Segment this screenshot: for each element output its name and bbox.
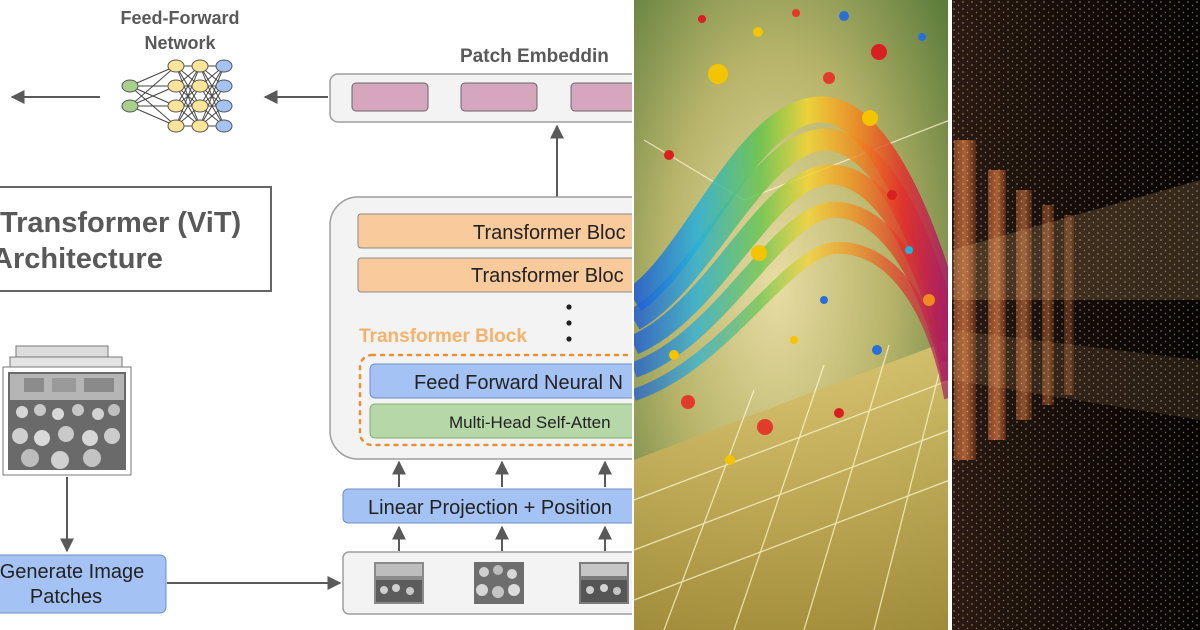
image-patch-thumbnail [374,562,424,604]
linear-projection-label: Linear Projection + Position [368,497,612,519]
transformer-block-1-label: Transformer Bloc [473,222,626,244]
feed-forward-label: Feed Forward Neural N [414,372,623,394]
input-image-stack [2,345,132,476]
embedding-token [351,82,429,112]
feed-forward-block [369,363,632,399]
image-patch-thumbnail [579,562,629,604]
server-hall-image [952,0,1200,630]
ellipsis-dots [566,304,572,342]
title-line2: Architecture [0,243,163,275]
multi-head-attention-block [369,403,632,439]
ffn-title-line1: Feed-Forward [120,8,239,28]
panel-divider [948,0,952,630]
image-patch-thumbnail [474,562,524,604]
colorful-wave-image [634,0,950,630]
patch-embedding-label: Patch Embeddin [460,46,609,67]
transformer-block-2 [357,257,632,293]
transformer-block-1 [357,213,632,249]
title-line1: Transformer (ViT) [0,207,241,239]
generate-patches-block [0,554,167,614]
generate-patches-line1: Generate Image [0,561,144,583]
embedding-token [570,82,632,112]
transformer-block-2-label: Transformer Bloc [471,265,624,287]
transformer-block-detail-outline [358,353,632,447]
multi-head-attention-label: Multi-Head Self-Atten [449,413,611,432]
generate-patches-line2: Patches [30,586,102,608]
vit-architecture-diagram: Feed-Forward Network [0,8,632,615]
ffn-title-line2: Network [144,33,216,53]
title-box [0,186,272,292]
neural-network-icon [121,59,233,133]
transformer-block-legend: Transformer Block [359,326,527,347]
embedding-token [460,82,538,112]
linear-projection-block [342,488,632,524]
